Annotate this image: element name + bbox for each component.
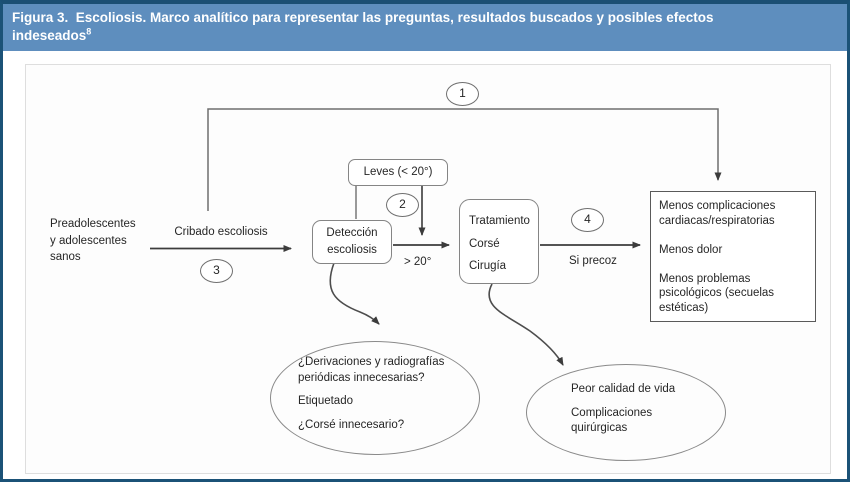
screening-harm-item: ¿Derivaciones y radiografías periódicas … [298,356,445,384]
treatment-harms-ellipse: Peor calidad de vida Complicaciones quir… [526,364,726,461]
question-4-badge: 4 [571,208,604,232]
deteccion-box: Detección escoliosis [312,220,392,264]
screening-harm-item: Etiquetado [298,395,353,407]
figure-title-reference: 8 [86,26,92,37]
treatment-harm-item: Peor calidad de vida [571,383,676,395]
tratamiento-box: Tratamiento Corsé Cirugía [459,199,539,284]
leves-box: Leves (< 20°) [348,159,448,186]
treatment-harm-item: Complicaciones quirúrgicas [571,406,653,435]
question-1-badge: 1 [446,82,479,106]
screening-harms-ellipse: ¿Derivaciones y radiografías periódicas … [270,341,480,455]
question-2-badge: 2 [386,193,419,217]
question-3-badge: 3 [200,259,233,283]
outcomes-box: Menos complicaciones cardiacas/respirato… [650,191,816,322]
threshold-label: > 20° [404,256,432,268]
treatment-harms-list: Peor calidad de vida Complicaciones quir… [571,382,703,445]
screening-harms-list: ¿Derivaciones y radiografías periódicas … [298,355,460,441]
figure-header: Figura 3. Escoliosis. Marco analítico pa… [3,4,847,51]
screening-label: Cribado escoliosis [174,226,268,238]
figure-title: Figura 3. Escoliosis. Marco analítico pa… [12,10,714,43]
early-treatment-label: Si precoz [569,255,617,267]
screening-harm-item: ¿Corsé innecesario? [298,418,405,431]
population-label: Preadolescentes y adolescentes sanos [50,218,136,263]
